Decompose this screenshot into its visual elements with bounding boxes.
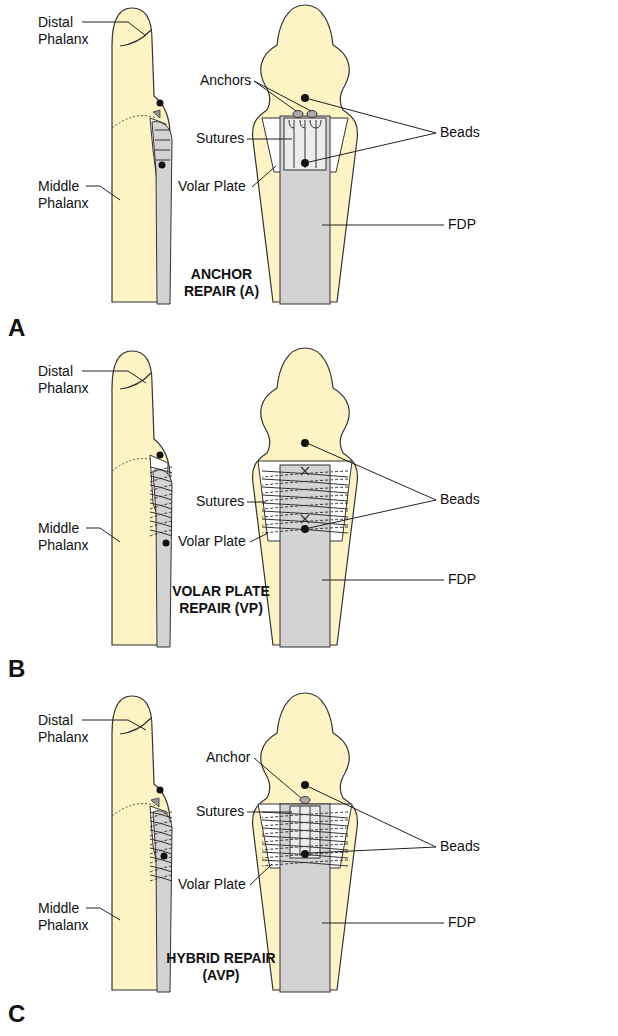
part-label: Anchor	[206, 749, 250, 766]
repair-title: VOLAR PLATE REPAIR (VP)	[165, 583, 277, 617]
part-label: Volar Plate	[178, 178, 246, 195]
panel-letter: B	[8, 655, 25, 683]
leader-lines	[82, 720, 444, 923]
part-label: FDP	[448, 571, 476, 588]
part-label: Anchors	[200, 72, 251, 89]
repair-title: ANCHOR REPAIR (A)	[169, 266, 274, 300]
bone-label: Distal Phalanx	[38, 14, 89, 48]
part-label: Sutures	[196, 493, 244, 510]
panel-letter: C	[8, 1000, 25, 1028]
bone-label: Middle Phalanx	[38, 520, 89, 554]
leader-lines	[82, 22, 444, 225]
bone-label: Middle Phalanx	[38, 900, 89, 934]
part-label: Volar Plate	[178, 533, 246, 550]
part-label: Sutures	[196, 130, 244, 147]
part-label: FDP	[448, 216, 476, 233]
part-label: Beads	[440, 838, 480, 855]
repair-title: HYBRID REPAIR (AVP)	[165, 950, 277, 984]
part-label: Volar Plate	[178, 876, 246, 893]
leader-lines	[82, 371, 444, 580]
bone-label: Distal Phalanx	[38, 363, 89, 397]
bone-label: Middle Phalanx	[38, 178, 89, 212]
bone-label: Distal Phalanx	[38, 712, 89, 746]
anchor-repair-figure	[82, 5, 444, 304]
part-label: Beads	[440, 124, 480, 141]
part-label: Sutures	[196, 803, 244, 820]
part-label: FDP	[448, 914, 476, 931]
panel-letter: A	[8, 314, 25, 342]
part-label: Beads	[440, 491, 480, 508]
volar-plate-repair-figure	[82, 348, 444, 647]
hybrid-repair-figure	[82, 693, 444, 992]
